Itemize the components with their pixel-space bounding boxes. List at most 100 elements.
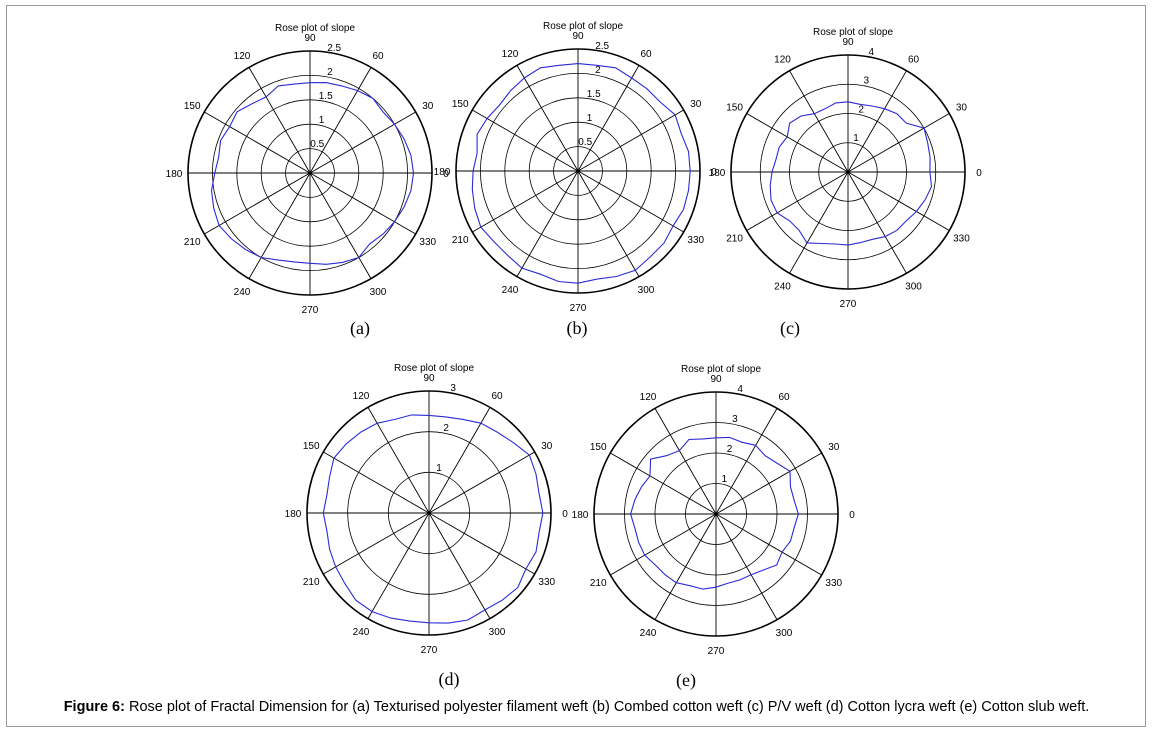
angle-tick-label: 60 (372, 51, 384, 62)
radial-tick-label: 2.5 (327, 43, 341, 54)
rose-plot-c: Rose plot of slope1234030609012015018021… (709, 27, 983, 310)
angle-tick-label: 210 (303, 577, 320, 588)
grid-circle (789, 113, 907, 231)
radial-tick-label: 1 (853, 133, 859, 144)
outer-circle (187, 50, 433, 296)
outer-circle (306, 390, 552, 636)
spoke-line (577, 109, 684, 172)
spoke-line (309, 172, 372, 279)
angle-tick-label: 30 (956, 103, 968, 114)
grid-circle (818, 142, 878, 202)
plot-title: Rose plot of slope (681, 364, 761, 375)
angle-tick-label: 180 (166, 169, 183, 180)
angle-tick-label: 120 (640, 392, 657, 403)
panel-label-b: (b) (566, 318, 588, 338)
radial-tick-label: 2 (443, 423, 449, 434)
angle-tick-label: 270 (421, 645, 438, 656)
grid-circle (479, 73, 676, 269)
angle-tick-label: 210 (590, 578, 607, 589)
angle-tick-label: 330 (687, 235, 704, 246)
angle-tick-label: 240 (640, 628, 657, 639)
spoke-line (472, 109, 579, 172)
angle-tick-label: 150 (303, 441, 320, 452)
spoke-line (428, 451, 535, 514)
outer-circle (455, 48, 701, 294)
angle-tick-label: 270 (840, 299, 857, 310)
caption-text: Rose plot of Fractal Dimension for (a) T… (124, 699, 1090, 715)
radial-tick-label: 1 (722, 474, 728, 485)
angle-tick-label: 210 (184, 237, 201, 248)
grid-circle (285, 148, 335, 198)
spoke-line (516, 65, 579, 172)
rose-plot-d: Rose plot of slope1230306090120150180210… (285, 363, 569, 656)
plot-title: Rose plot of slope (275, 23, 355, 34)
grid-circle (347, 431, 511, 595)
radial-tick-label: 2.5 (595, 41, 609, 52)
angle-tick-label: 150 (590, 442, 607, 453)
angle-tick-label: 270 (570, 303, 587, 314)
angle-tick-label: 330 (538, 577, 555, 588)
angle-tick-label: 240 (353, 627, 370, 638)
spoke-line (577, 170, 640, 277)
angle-tick-label: 240 (234, 287, 251, 298)
radial-tick-label: 3 (732, 414, 738, 425)
spoke-line (323, 512, 430, 575)
angle-tick-label: 180 (434, 167, 451, 178)
angle-tick-label: 60 (640, 49, 652, 60)
angle-tick-label: 120 (774, 55, 791, 66)
angle-tick-label: 240 (502, 285, 519, 296)
panel-label-a: (a) (350, 318, 370, 338)
angle-tick-label: 300 (776, 628, 793, 639)
spoke-line (428, 512, 491, 619)
angle-tick-label: 90 (842, 37, 854, 48)
spoke-line (309, 111, 416, 174)
grid-circle (528, 121, 628, 221)
spoke-line (577, 65, 640, 172)
spoke-line (309, 172, 416, 235)
angle-tick-label: 300 (370, 287, 387, 298)
panel-label-c: (c) (780, 318, 800, 338)
angle-tick-label: 120 (234, 51, 251, 62)
spoke-line (516, 170, 579, 277)
angle-tick-label: 90 (572, 31, 584, 42)
grid-circle (260, 123, 360, 223)
spoke-line (428, 512, 535, 575)
angle-tick-label: 300 (905, 281, 922, 292)
spoke-line (367, 512, 430, 619)
grid-circle (387, 471, 471, 555)
series-line (322, 414, 544, 624)
spoke-line (309, 67, 372, 174)
radial-tick-label: 1.5 (319, 91, 333, 102)
angle-tick-label: 150 (452, 99, 469, 110)
radial-tick-label: 4 (737, 384, 743, 395)
angle-tick-label: 330 (825, 578, 842, 589)
rose-plot-e: Rose plot of slope1234030609012015018021… (572, 364, 856, 657)
angle-tick-label: 90 (710, 374, 722, 385)
angle-tick-label: 300 (638, 285, 655, 296)
angle-tick-label: 30 (690, 99, 702, 110)
angle-tick-label: 210 (452, 235, 469, 246)
angle-tick-label: 330 (953, 234, 970, 245)
radial-tick-label: 0.5 (310, 139, 324, 150)
radial-tick-label: 1.5 (587, 89, 601, 100)
radial-tick-label: 1 (436, 463, 442, 474)
panel-label-d: (d) (438, 669, 460, 689)
angle-tick-label: 0 (562, 509, 568, 520)
grid-circle (553, 146, 603, 196)
series-line (471, 63, 691, 284)
radial-tick-label: 3 (450, 383, 456, 394)
angle-tick-label: 30 (828, 442, 840, 453)
plot-title: Rose plot of slope (543, 21, 623, 32)
radial-tick-label: 2 (858, 104, 864, 115)
angle-tick-label: 30 (541, 441, 553, 452)
grid-circle (654, 452, 778, 576)
series-line (210, 82, 415, 265)
rose-plot-a: Rose plot of slope0.511.522.503060901201… (166, 23, 450, 316)
angle-tick-label: 180 (285, 509, 302, 520)
plot-title: Rose plot of slope (394, 363, 474, 374)
angle-tick-label: 180 (572, 510, 589, 521)
angle-tick-label: 60 (491, 391, 503, 402)
outer-circle (593, 391, 839, 637)
angle-tick-label: 300 (489, 627, 506, 638)
caption-label: Figure 6: (63, 699, 125, 715)
